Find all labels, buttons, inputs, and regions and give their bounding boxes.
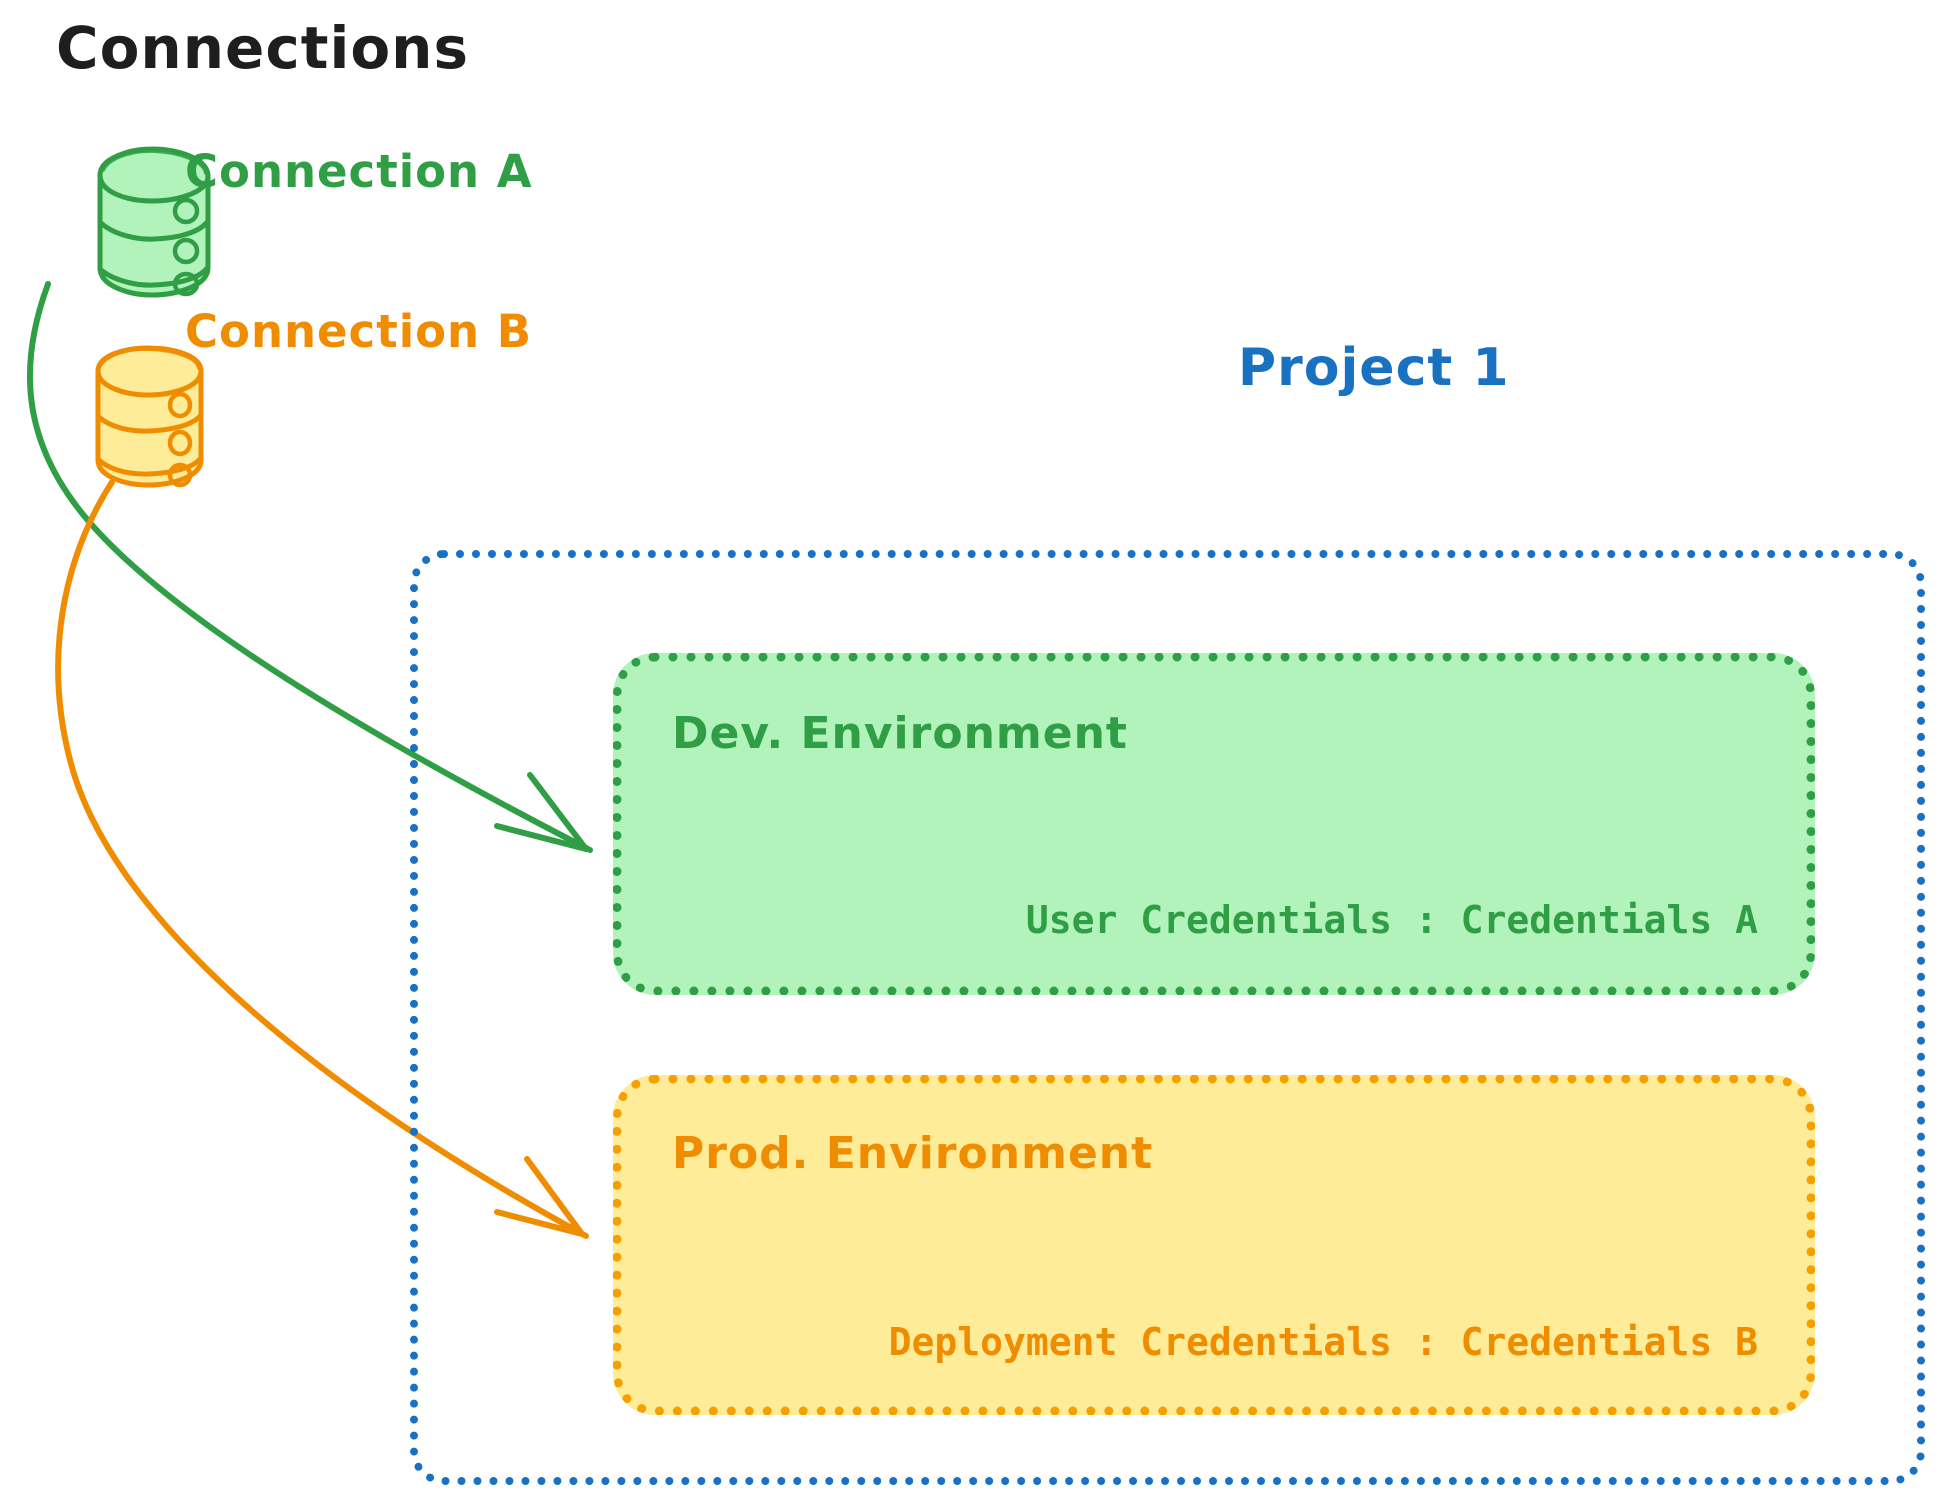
database-cylinder-icon-connection-b bbox=[95, 345, 204, 488]
database-cylinder-icon-connection-a bbox=[97, 146, 211, 298]
project-label: Project 1 bbox=[1238, 338, 1510, 398]
prod-environment-box[interactable]: Prod. Environment Deployment Credentials… bbox=[613, 1075, 1815, 1415]
dev-environment-box[interactable]: Dev. Environment User Credentials : Cred… bbox=[613, 653, 1815, 995]
dev-environment-credentials: User Credentials : Credentials A bbox=[1025, 898, 1758, 942]
connection-b-label[interactable]: Connection B bbox=[185, 305, 533, 358]
arrow-connection-b-to-prod bbox=[55, 479, 589, 1239]
prod-environment-title: Prod. Environment bbox=[672, 1128, 1154, 1179]
arrow-connection-a-to-dev bbox=[26, 281, 593, 853]
project-container bbox=[410, 550, 1925, 1485]
prod-environment-credentials: Deployment Credentials : Credentials B bbox=[888, 1320, 1758, 1364]
page-title: Connections bbox=[56, 14, 469, 82]
dev-environment-title: Dev. Environment bbox=[672, 708, 1128, 759]
connection-a-label[interactable]: Connection A bbox=[185, 145, 533, 198]
